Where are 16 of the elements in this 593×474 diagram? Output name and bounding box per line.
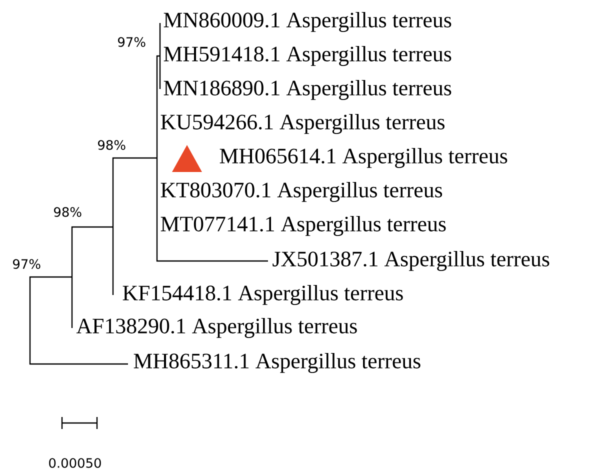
taxon-label: KF154418.1 Aspergillus terreus — [122, 285, 403, 305]
taxon-label: JX501387.1 Aspergillus terreus — [272, 251, 550, 271]
taxon-label: KT803070.1 Aspergillus terreus — [160, 182, 442, 202]
taxon-label: MT077141.1 Aspergillus terreus — [160, 216, 446, 236]
bootstrap-value: 98% — [98, 140, 126, 150]
taxon-label: KU594266.1 Aspergillus terreus — [160, 114, 444, 134]
bootstrap-value: 97% — [118, 37, 146, 47]
bootstrap-value: 98% — [54, 207, 82, 217]
taxon-label: MH065614.1 Aspergillus terreus — [220, 148, 508, 168]
taxon-label: AF138290.1 Aspergillus terreus — [76, 318, 357, 338]
scale-label: 0.00050 — [49, 458, 101, 468]
taxon-label: MN186890.1 Aspergillus terreus — [164, 80, 452, 100]
taxon-label: MH865311.1 Aspergillus terreus — [134, 353, 420, 373]
taxon-label: MH591418.1 Aspergillus terreus — [164, 46, 452, 66]
bootstrap-value: 97% — [13, 259, 40, 269]
taxon-label: MN860009.1 Aspergillus terreus — [164, 12, 452, 32]
